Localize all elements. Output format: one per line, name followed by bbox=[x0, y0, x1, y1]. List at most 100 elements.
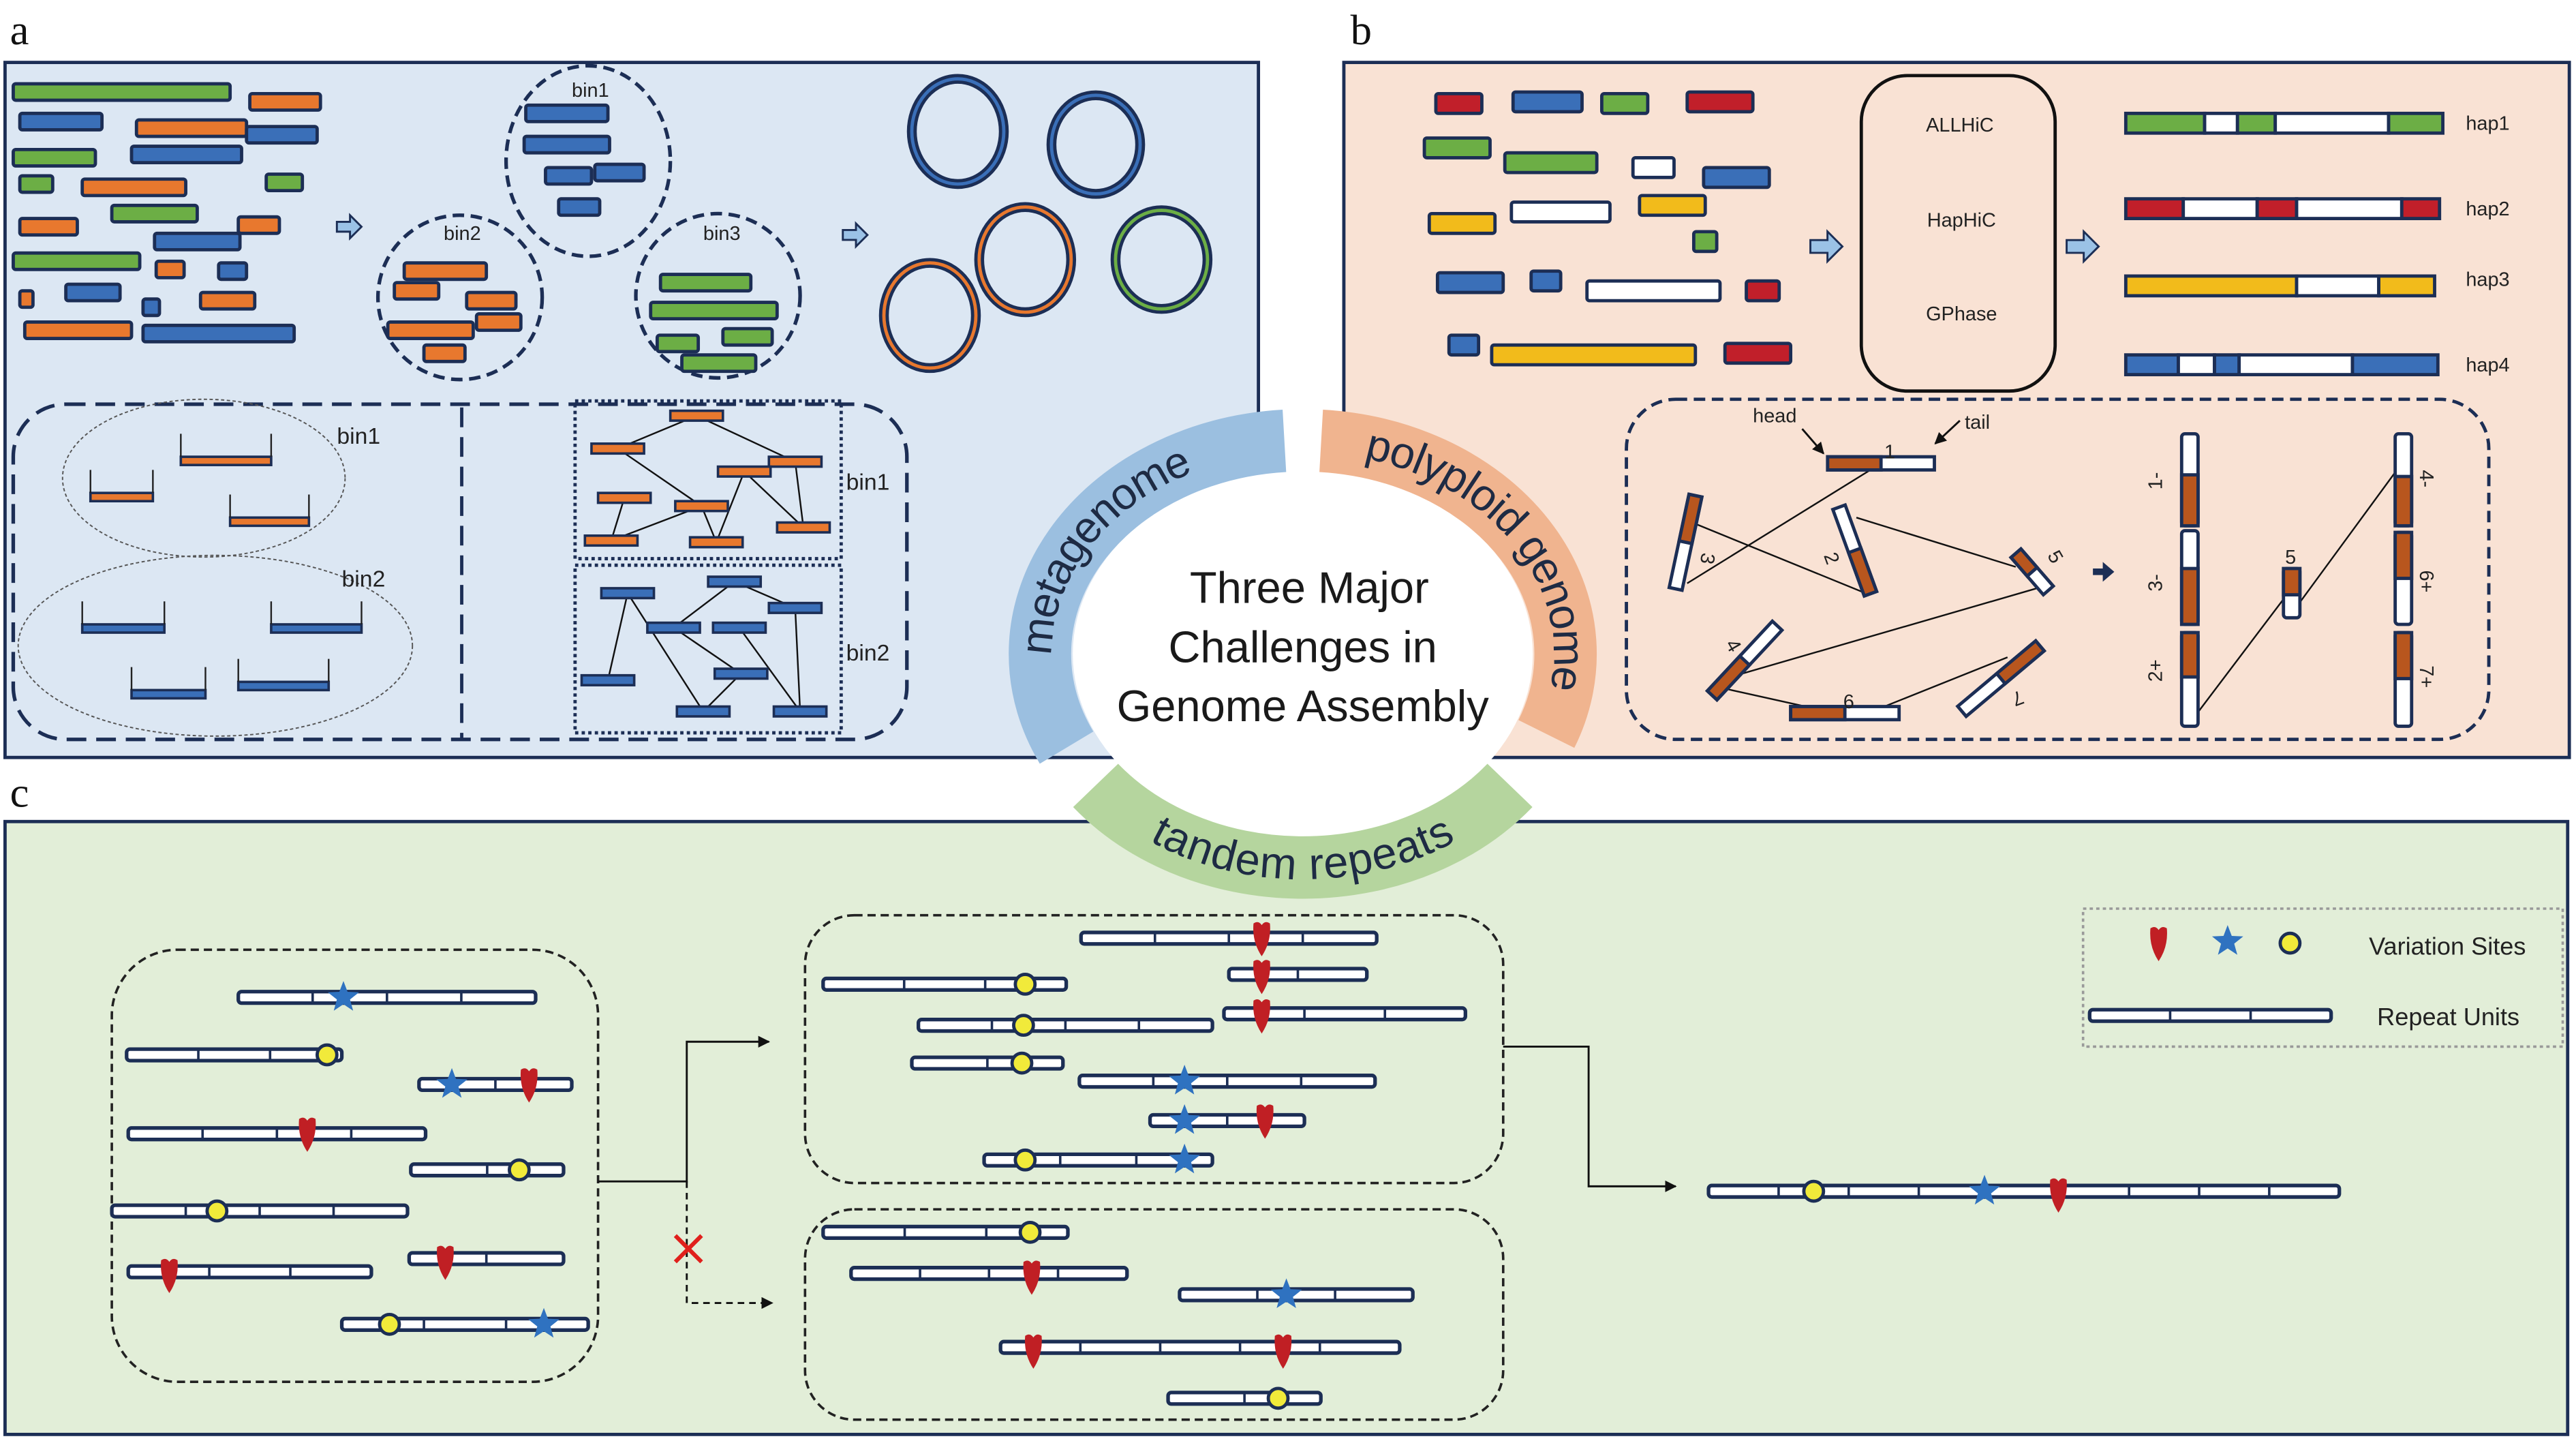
title-line-1: Three Major bbox=[1190, 563, 1429, 613]
contig bbox=[2008, 546, 2056, 597]
read-contig bbox=[154, 259, 186, 279]
star-marker-icon bbox=[1270, 1278, 1302, 1308]
tail-label: tail bbox=[1965, 412, 1990, 434]
long-read bbox=[998, 1339, 1402, 1355]
scaffold-contig-head bbox=[2179, 566, 2200, 626]
heart-marker-icon bbox=[1023, 1260, 1041, 1295]
bin1-graph-label: bin1 bbox=[846, 469, 890, 495]
haplotype-segment bbox=[2123, 274, 2299, 298]
bin1-ellipse-label: bin1 bbox=[337, 423, 380, 449]
heart-marker-icon bbox=[1024, 1334, 1042, 1369]
graph-edge bbox=[716, 471, 746, 543]
graph-node bbox=[583, 534, 639, 547]
haplotype-segment bbox=[2295, 274, 2380, 298]
allele-contig bbox=[1685, 90, 1755, 114]
circle-marker-icon bbox=[1013, 1148, 1037, 1172]
right-arrow-icon bbox=[335, 213, 363, 241]
hap1-label: hap1 bbox=[2466, 112, 2509, 134]
read-contig bbox=[129, 145, 243, 165]
allele-contig bbox=[1427, 211, 1497, 235]
binned-contig bbox=[522, 134, 611, 155]
contig-head-half bbox=[1826, 455, 1883, 472]
read-contig bbox=[153, 231, 242, 252]
right-arrow-icon bbox=[1809, 229, 1844, 264]
circular-genome-inner bbox=[910, 77, 1006, 186]
binned-contig bbox=[557, 197, 602, 217]
star-marker-icon bbox=[2211, 925, 2243, 955]
haplotype-segment bbox=[2237, 353, 2355, 377]
bin2-circle-label: bin2 bbox=[444, 223, 481, 245]
read-contig bbox=[18, 217, 79, 237]
circle-marker-icon bbox=[1012, 1014, 1035, 1037]
contig-head-half bbox=[1994, 638, 2046, 686]
graph-node bbox=[669, 409, 724, 422]
haplotype-segment bbox=[2123, 111, 2207, 135]
binned-contig bbox=[658, 273, 753, 293]
hic-link bbox=[1856, 517, 2017, 568]
hap2-label: hap2 bbox=[2466, 198, 2509, 220]
binned-contig bbox=[593, 162, 646, 183]
bracketed-contig bbox=[228, 516, 311, 528]
binned-contig bbox=[393, 281, 441, 301]
scaffold-contig-head bbox=[2393, 474, 2414, 528]
reads-box bbox=[110, 948, 600, 1384]
allele-contig bbox=[1631, 155, 1676, 179]
heart-marker-icon bbox=[1256, 1104, 1274, 1139]
read-contig bbox=[198, 290, 257, 311]
diagram-shapes bbox=[11, 63, 2564, 1421]
bracket bbox=[89, 470, 154, 494]
scaffold-label-3minus: 3- bbox=[2145, 574, 2166, 592]
contig-6-label: 6 bbox=[1843, 691, 1854, 713]
heart-marker-icon bbox=[1253, 999, 1270, 1034]
graph-edge bbox=[673, 626, 741, 675]
heart-marker-icon bbox=[298, 1117, 316, 1152]
graph-edge bbox=[626, 592, 704, 712]
title-line-2: Challenges in bbox=[1169, 622, 1437, 671]
allele-contig bbox=[1702, 166, 1771, 189]
haplotype-segment bbox=[2177, 353, 2216, 377]
allele-contig bbox=[1585, 279, 1722, 303]
bracketed-contig bbox=[270, 623, 363, 634]
allele-contig bbox=[1511, 90, 1584, 114]
scaffold-contig-head bbox=[2282, 566, 2302, 597]
star-marker-icon bbox=[1969, 1174, 2000, 1205]
binned-contig bbox=[465, 290, 518, 311]
graph-node bbox=[711, 621, 767, 634]
circle-marker-icon bbox=[2278, 931, 2302, 955]
read-contig bbox=[18, 111, 104, 132]
graph-node bbox=[590, 442, 645, 455]
center-disk bbox=[1073, 470, 1533, 838]
circle-marker-icon bbox=[378, 1312, 401, 1336]
graph-node bbox=[596, 491, 652, 504]
long-read bbox=[1178, 1287, 1415, 1303]
circle-marker-icon bbox=[1018, 1220, 1042, 1244]
circle-marker-icon bbox=[1266, 1386, 1290, 1410]
read-contig bbox=[22, 320, 134, 340]
contig-head-half bbox=[2008, 546, 2040, 579]
graph-node bbox=[688, 536, 744, 549]
bracket bbox=[229, 494, 310, 518]
hap3-label: hap3 bbox=[2466, 269, 2509, 290]
long-read bbox=[821, 976, 1069, 992]
tool-allhic: ALLHiC bbox=[1926, 115, 1994, 136]
haplotype-segment bbox=[2350, 353, 2440, 377]
tail-arrow-icon bbox=[1934, 420, 1961, 445]
binned-contig bbox=[655, 333, 701, 354]
hic-link bbox=[2293, 463, 2403, 612]
scaffold-label-2plus: 2+ bbox=[2145, 659, 2166, 682]
graph-node bbox=[767, 455, 823, 468]
allele-contig bbox=[1529, 269, 1563, 293]
scaffold-contig-head bbox=[2179, 631, 2200, 679]
heart-marker-icon bbox=[2150, 926, 2167, 962]
graph-node bbox=[716, 465, 772, 478]
long-read bbox=[821, 1224, 1070, 1240]
haplotype-segment bbox=[2123, 197, 2186, 221]
graph-edge bbox=[607, 592, 629, 681]
read-contig bbox=[264, 172, 305, 193]
bracket bbox=[130, 667, 206, 691]
binned-contig bbox=[649, 301, 779, 321]
contig-head-half bbox=[1789, 705, 1847, 722]
contig-head-half bbox=[1677, 492, 1704, 546]
long-read bbox=[339, 1316, 590, 1332]
read-contig bbox=[12, 82, 232, 102]
